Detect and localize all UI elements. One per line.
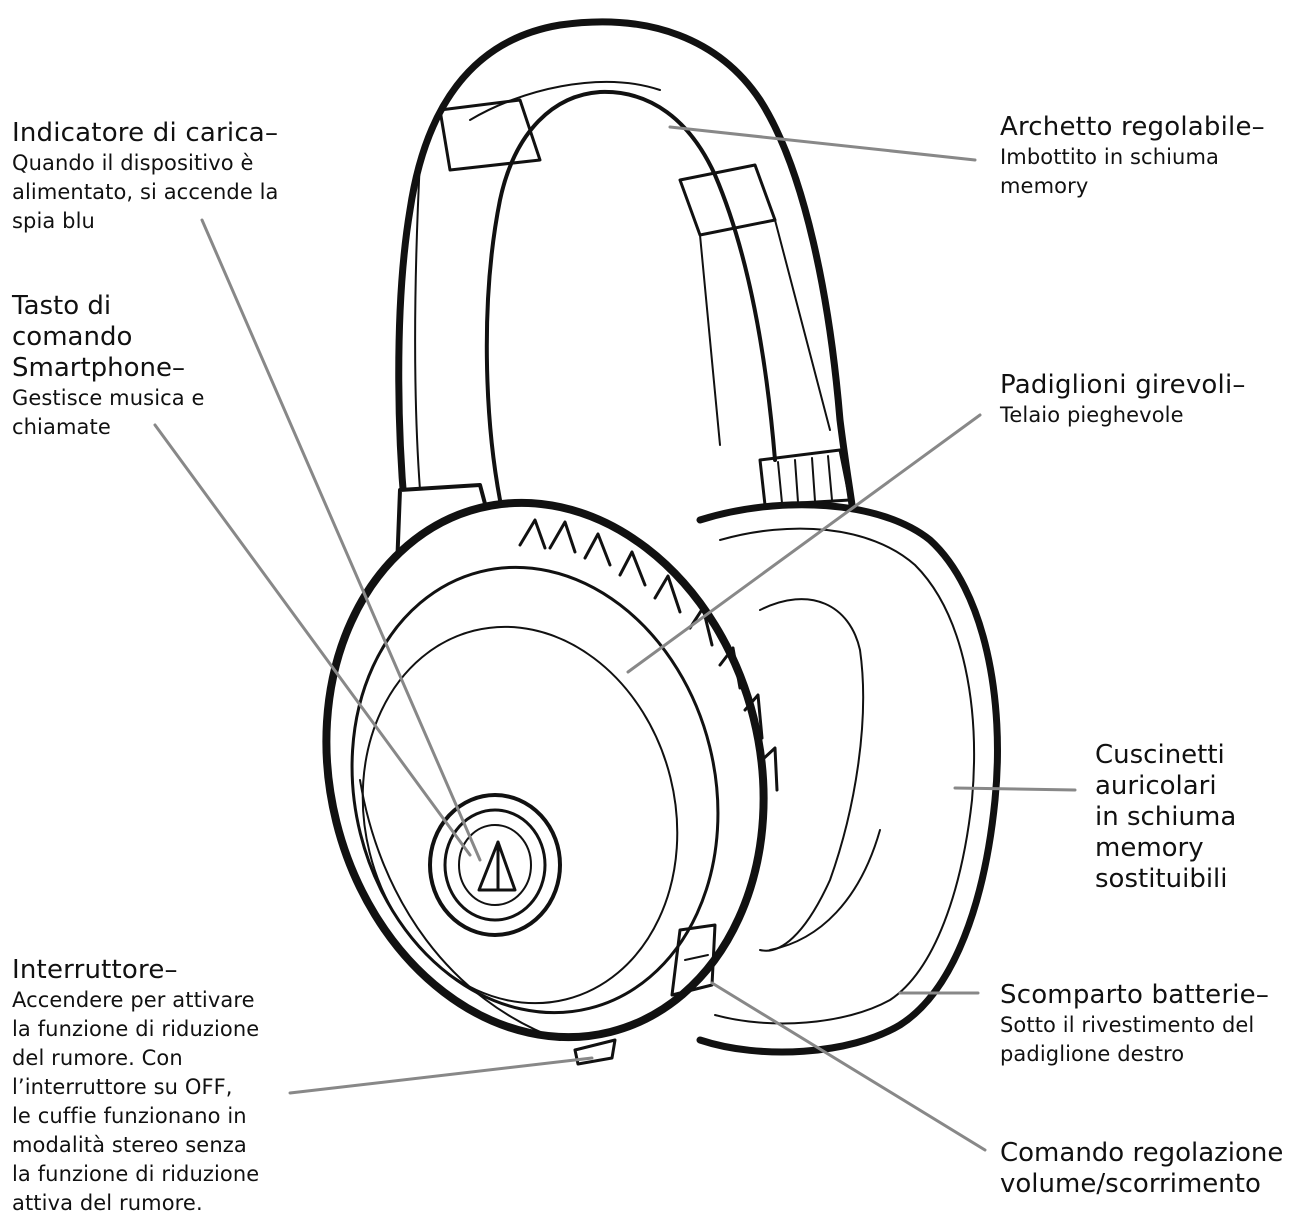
callout-desc-line: attiva del rumore. — [12, 1191, 203, 1215]
leader-lines — [153, 125, 1077, 1152]
callout-cuscinetti-auricolari: Cuscinetti auricolari in schiuma memory … — [1095, 740, 1236, 895]
callout-desc-line: la funzione di riduzione — [12, 1017, 260, 1041]
callout-desc-line: memory — [1000, 174, 1089, 198]
callout-desc-line: Telaio pieghevole — [1000, 403, 1184, 427]
callout-title: Scomparto batterie– — [1000, 980, 1270, 1010]
audio-technica-logo-icon — [428, 793, 562, 937]
callout-title-line: in schiuma — [1095, 802, 1237, 832]
left-ear-cup — [322, 498, 779, 1066]
callout-desc-line: del rumore. Con — [12, 1046, 183, 1070]
callout-desc-line: Quando il dispositivo è — [12, 151, 254, 175]
callout-tasto-smartphone: Tasto di comando Smartphone– Gestisce mu… — [12, 291, 205, 442]
callout-padiglioni-girevoli: Padiglioni girevoli– Telaio pieghevole — [1000, 370, 1246, 430]
callout-title-line: Tasto di — [12, 291, 112, 321]
callout-desc-line: alimentato, si accende la — [12, 180, 279, 204]
callout-title: Archetto regolabile– — [1000, 112, 1265, 142]
callout-desc-line: Imbottito in schiuma — [1000, 145, 1219, 169]
callout-title: Interruttore– — [12, 955, 178, 985]
callout-title-line: comando — [12, 322, 133, 352]
callout-indicatore-di-carica: Indicatore di carica– Quando il disposit… — [12, 118, 279, 236]
callout-scomparto-batterie: Scomparto batterie– Sotto il rivestiment… — [1000, 980, 1269, 1069]
callout-title-line: auricolari — [1095, 771, 1217, 801]
callout-archetto-regolabile: Archetto regolabile– Imbottito in schium… — [1000, 112, 1265, 201]
callout-desc-line: Accendere per attivare — [12, 988, 255, 1012]
callout-desc-line: l’interruttore su OFF, — [12, 1075, 233, 1099]
callout-title-line: Smartphone– — [12, 353, 186, 383]
callout-desc-line: Gestisce musica e — [12, 386, 205, 410]
right-ear-cup — [696, 501, 1001, 1056]
callout-desc-line: le cuffie funzionano in — [12, 1104, 247, 1128]
callout-desc-line: la funzione di riduzione — [12, 1162, 260, 1186]
callout-title-line: memory — [1095, 833, 1204, 863]
callout-desc-line: Sotto il rivestimento del — [1000, 1013, 1255, 1037]
callout-title-line: sostituibili — [1095, 864, 1228, 894]
callout-desc-line: chiamate — [12, 415, 111, 439]
callout-desc-line: spia blu — [12, 209, 95, 233]
callout-desc-line: padiglione destro — [1000, 1042, 1185, 1066]
callout-comando-volume: Comando regolazione volume/scorrimento — [1000, 1138, 1283, 1200]
callout-title-line: Comando regolazione — [1000, 1138, 1284, 1168]
callout-title: Padiglioni girevoli– — [1000, 370, 1246, 400]
callout-title-line: Cuscinetti — [1095, 740, 1225, 770]
callout-interruttore: Interruttore– Accendere per attivare la … — [12, 955, 259, 1218]
callout-title: Indicatore di carica– — [12, 118, 279, 148]
callout-desc-line: modalità stereo senza — [12, 1133, 247, 1157]
callout-title-line: volume/scorrimento — [1000, 1169, 1261, 1199]
